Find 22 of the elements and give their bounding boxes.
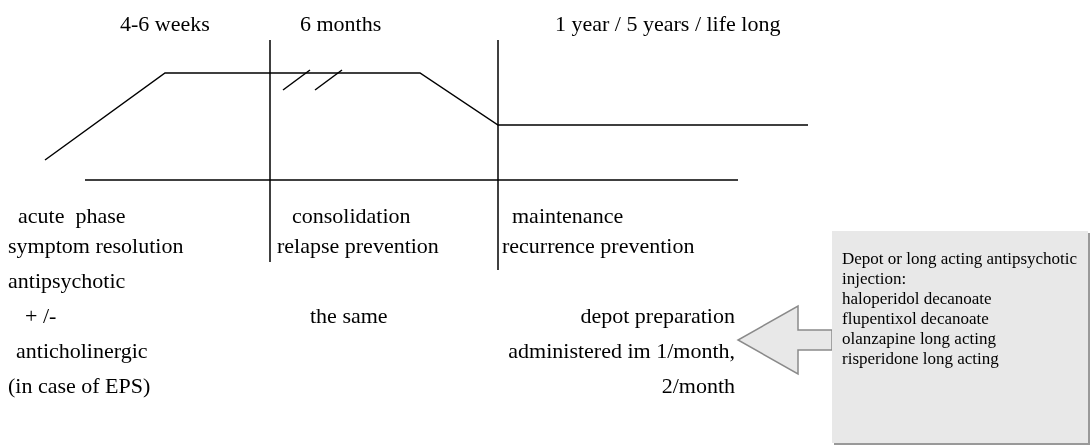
callout-text: haloperidol decanoate xyxy=(842,289,993,309)
phase-label: maintenance xyxy=(512,202,624,230)
treatment-text: depot preparation administered im 1/month, 2/month xyxy=(480,298,735,403)
callout-text: olanzapine long acting xyxy=(842,329,997,349)
callout-box xyxy=(832,231,1088,443)
treatment-label: the same xyxy=(310,302,388,330)
goal-label: symptom resolution xyxy=(8,232,184,260)
treatment-label: + /- xyxy=(25,302,57,330)
treatment-label: antipsychotic xyxy=(8,267,126,295)
block-arrow xyxy=(736,304,833,376)
callout-text: flupentixol decanoate xyxy=(842,309,990,329)
duration-label: 1 year / 5 years / life long xyxy=(555,10,781,38)
phase-label: consolidation xyxy=(292,202,411,230)
goal-label: recurrence prevention xyxy=(502,232,695,260)
phase-label: acute phase xyxy=(18,202,126,230)
duration-label: 4-6 weeks xyxy=(120,10,210,38)
treatment-label: (in case of EPS) xyxy=(8,372,151,400)
treatment-label: anticholinergic xyxy=(16,337,148,365)
goal-label: relapse prevention xyxy=(277,232,439,260)
callout-text: Depot or long acting antipsychotic injection: xyxy=(842,249,1078,289)
callout-text: risperidone long acting xyxy=(842,349,1000,369)
duration-label: 6 months xyxy=(300,10,382,38)
